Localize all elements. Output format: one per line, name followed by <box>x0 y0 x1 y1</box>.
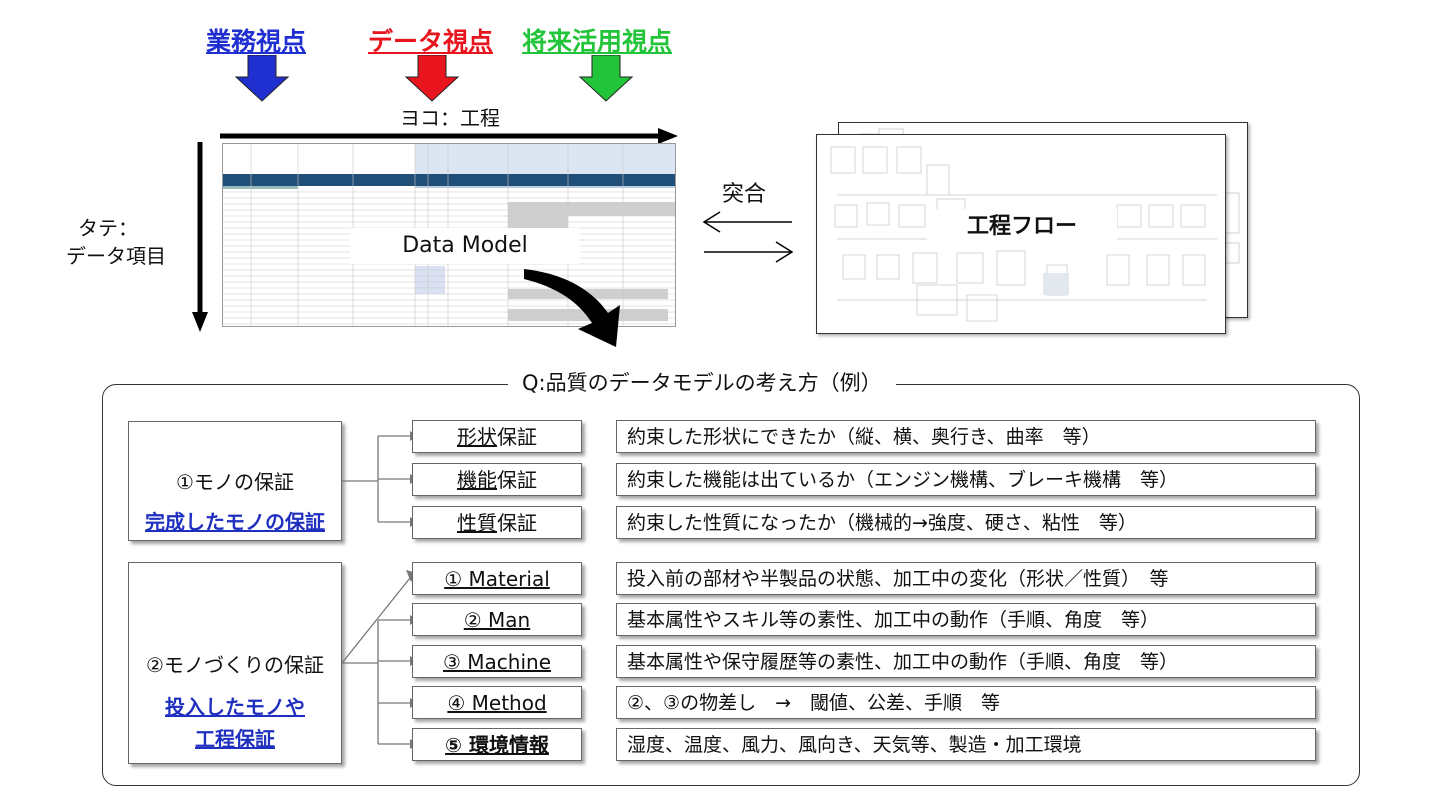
item-machine: ③ Machine <box>412 645 582 678</box>
item-material: ① Material <box>412 562 582 595</box>
item-key: 性質 <box>457 511 497 535</box>
item-suffix: 保証 <box>497 468 537 492</box>
question-title: Q:品質のデータモデルの考え方（例） <box>508 369 896 397</box>
data-model-label: Data Model <box>350 228 580 264</box>
item-key: ④ Method <box>447 691 547 715</box>
item-key: 形状 <box>457 425 497 449</box>
item-key: ③ Machine <box>442 650 551 674</box>
perspective-data: データ視点 <box>368 27 494 56</box>
down-arrow-blue-icon <box>234 55 290 102</box>
process-flow-sketch <box>830 146 1217 322</box>
curved-arrow-icon <box>524 269 620 347</box>
item-description: 基本属性やスキル等の素性、加工中の動作（手順、角度 等） <box>616 603 1316 636</box>
vertical-axis-arrow-icon <box>192 142 208 332</box>
item-key: ① Material <box>444 567 550 591</box>
process-flow-page-front: 工程フロー <box>816 134 1226 334</box>
item-key: ② Man <box>463 608 531 632</box>
category-product-assurance: ①モノの保証 完成したモノの保証 <box>128 421 342 541</box>
vertical-axis-label-line1: タテ： <box>78 216 138 240</box>
item-key: 機能 <box>457 468 497 492</box>
category-subtitle: 完成したモノの保証 <box>145 510 325 534</box>
category-title: ②モノづくりの保証 <box>146 653 324 677</box>
match-label: 突合 <box>722 182 767 207</box>
item-man: ② Man <box>412 603 582 636</box>
item-description: 約束した機能は出ているか（エンジン機構、ブレーキ機構 等） <box>616 463 1316 496</box>
item-description: ②、③の物差し → 閾値、公差、手順 等 <box>616 686 1316 719</box>
item-description: 基本属性や保守履歴等の素性、加工中の動作（手順、角度 等） <box>616 645 1316 678</box>
item-description: 約束した形状にできたか（縦、横、奥行き、曲率 等） <box>616 420 1316 453</box>
down-arrow-red-icon <box>404 55 460 102</box>
item-description: 約束した性質になったか（機械的→強度、硬さ、粘性 等） <box>616 506 1316 539</box>
horizontal-axis-arrow-icon <box>220 128 678 144</box>
category-title: ①モノの保証 <box>176 470 294 494</box>
process-flow-label: 工程フロー <box>927 209 1117 245</box>
bidirectional-arrows-icon <box>702 211 794 263</box>
item-property-assurance: 性質保証 <box>412 506 582 539</box>
spreadsheet-grid <box>223 144 675 326</box>
category-manufacturing-assurance: ②モノづくりの保証 投入したモノや 工程保証 <box>128 562 342 764</box>
item-key: ⑤ 環境情報 <box>445 733 549 757</box>
vertical-axis-label-line2: データ項目 <box>66 244 166 268</box>
item-description: 湿度、温度、風力、風向き、天気等、製造・加工環境 <box>616 728 1316 761</box>
category-subtitle-line2: 工程保証 <box>195 727 275 751</box>
down-arrow-green-icon <box>578 55 634 102</box>
category-subtitle-line1: 投入したモノや <box>165 695 305 719</box>
item-environment: ⑤ 環境情報 <box>412 728 582 761</box>
item-function-assurance: 機能保証 <box>412 463 582 496</box>
connector-lines <box>341 431 418 749</box>
item-suffix: 保証 <box>497 425 537 449</box>
item-shape-assurance: 形状保証 <box>412 420 582 453</box>
perspective-future: 将来活用視点 <box>522 27 673 56</box>
perspective-business: 業務視点 <box>206 27 307 56</box>
data-model-spreadsheet <box>222 143 676 327</box>
item-method: ④ Method <box>412 686 582 719</box>
item-suffix: 保証 <box>497 511 537 535</box>
horizontal-axis-label: ヨコ：工程 <box>400 106 500 130</box>
item-description: 投入前の部材や半製品の状態、加工中の変化（形状／性質） 等 <box>616 562 1316 595</box>
